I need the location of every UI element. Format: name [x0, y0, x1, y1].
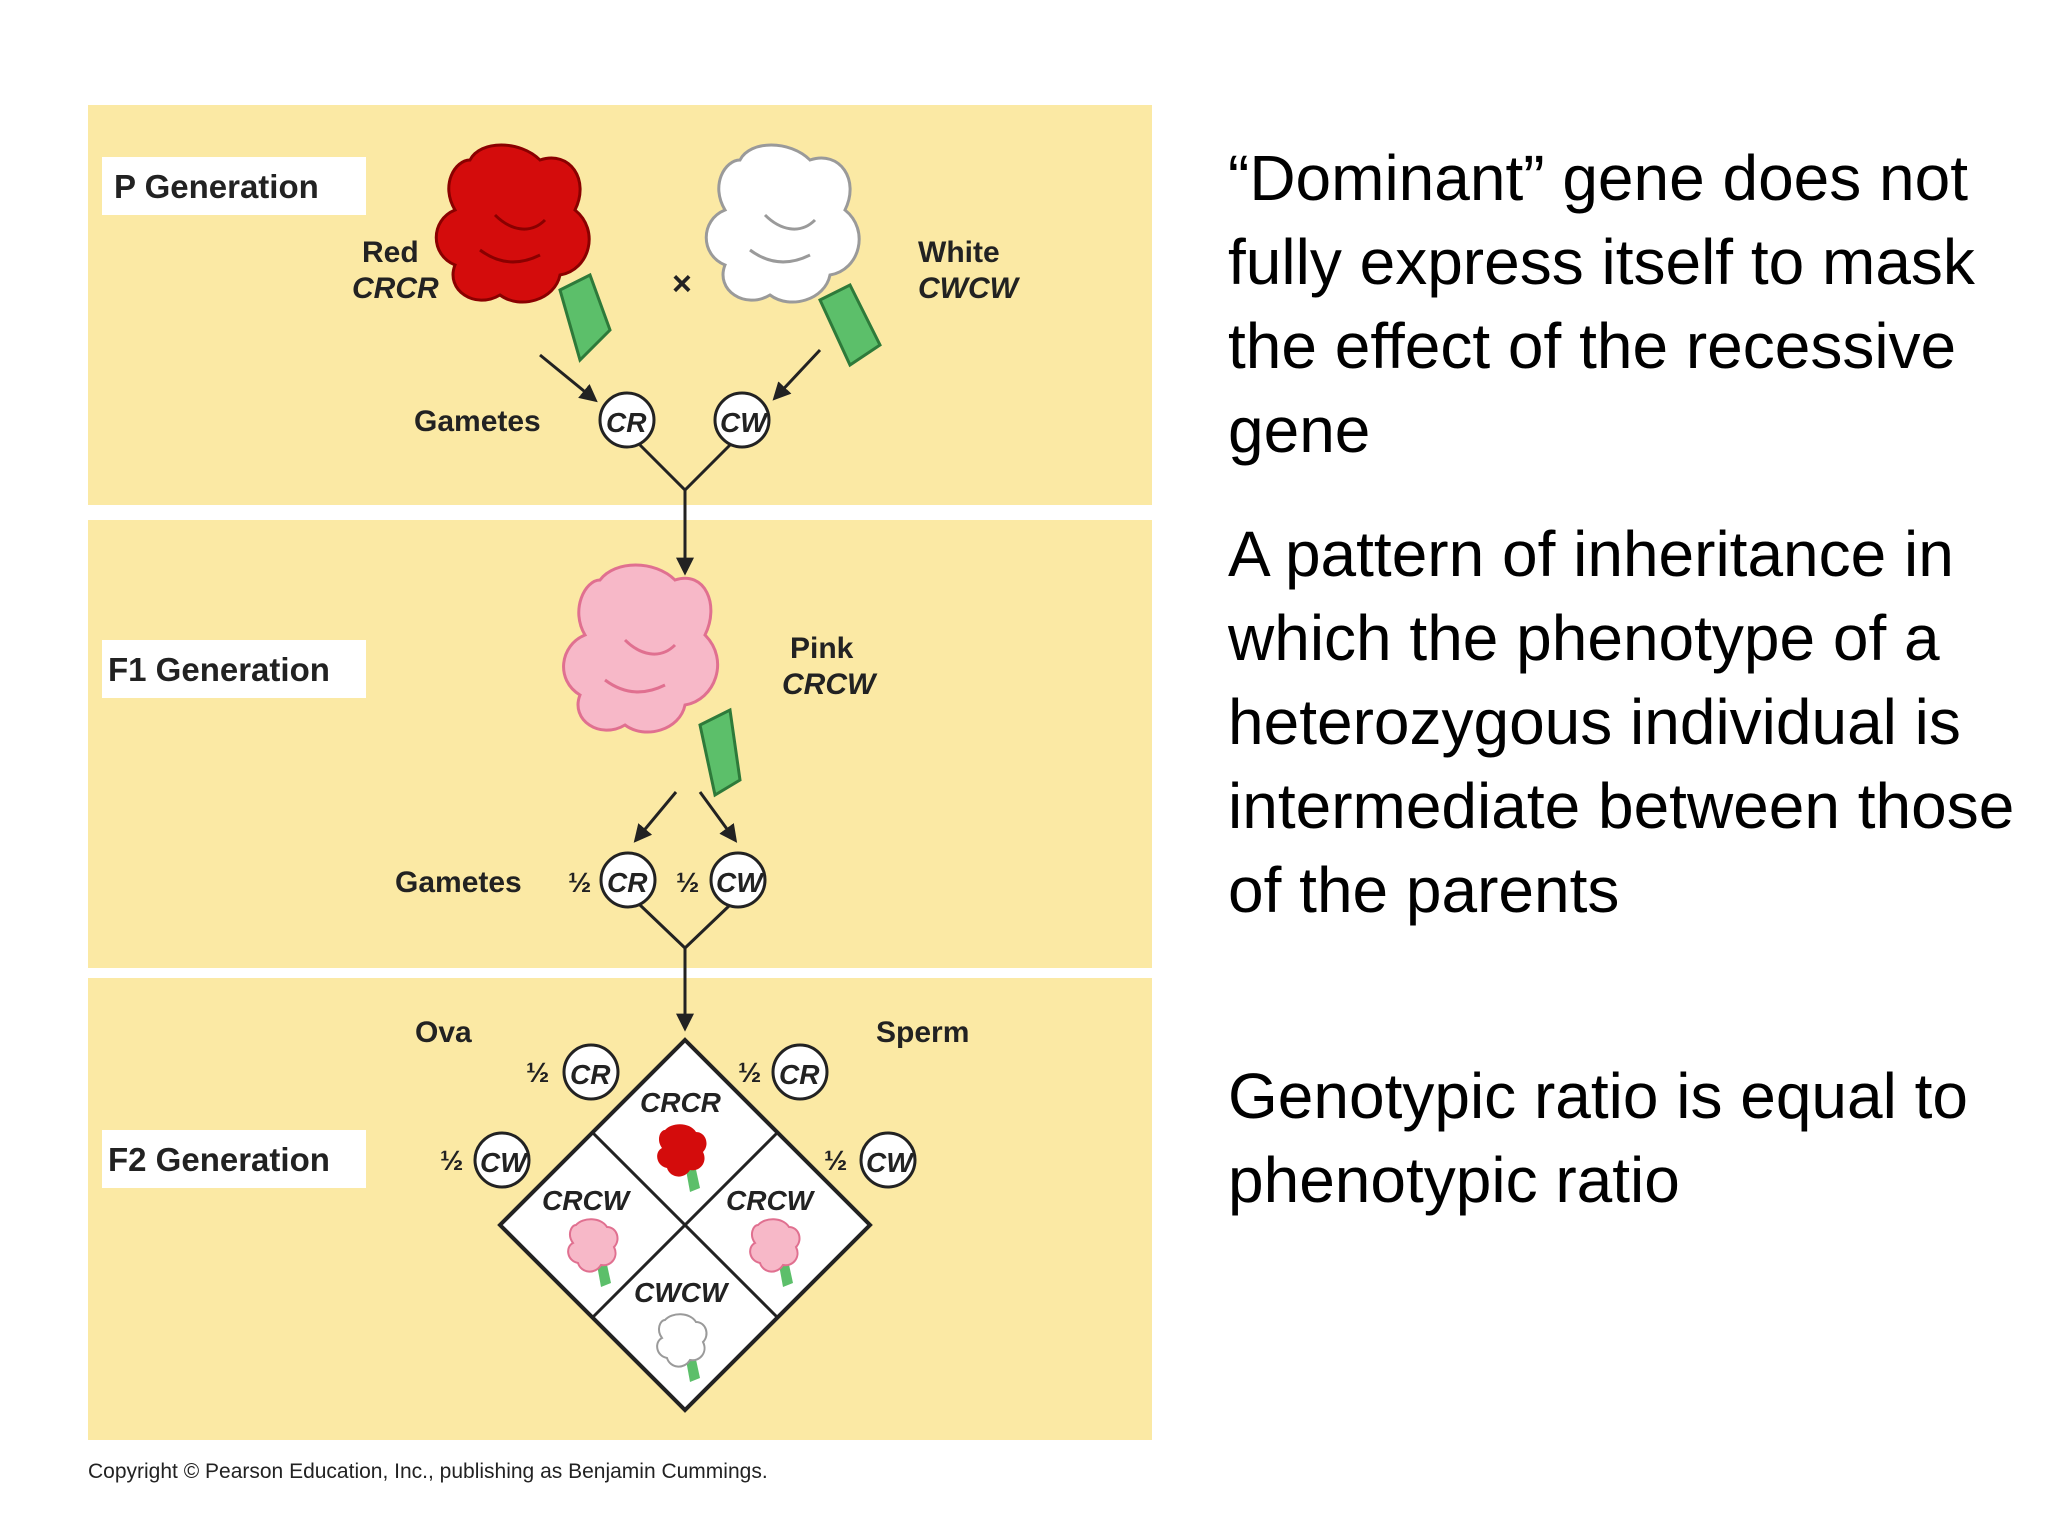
red-flower-icon [434, 143, 612, 363]
sperm-label: Sperm [876, 1016, 969, 1049]
small-pink-flower-icon [567, 1218, 619, 1287]
punnett-square [497, 1037, 873, 1413]
statement-ratio: Genotypic ratio is equal to phenotypic r… [1228, 1060, 1968, 1216]
statement-dominant-gene: “Dominant” gene does not fully express i… [1228, 142, 1975, 466]
pink-offspring-genotype: CRCW [782, 668, 878, 701]
cross-symbol: × [672, 265, 692, 303]
p-gamete-r: CR [606, 407, 647, 438]
ova-fraction-r: ½ [526, 1057, 549, 1088]
pink-flower-icon [562, 563, 742, 798]
p-generation-label: P Generation [114, 168, 319, 205]
pink-offspring-name: Pink [790, 632, 854, 665]
punnett-cell-left: CRCW [542, 1185, 632, 1216]
small-red-flower-icon [657, 1124, 707, 1192]
copyright-text: Copyright © Pearson Education, Inc., pub… [88, 1460, 768, 1483]
f1-generation-label: F1 Generation [108, 651, 330, 688]
red-parent-name: Red [362, 236, 419, 269]
f1-gametes-label: Gametes [395, 866, 522, 899]
p-gamete-w: CW [720, 407, 769, 438]
punnett-cell-bottom: CWCW [634, 1277, 730, 1308]
sperm-fraction-w: ½ [824, 1145, 847, 1176]
sperm-fraction-r: ½ [738, 1057, 761, 1088]
statement-inheritance-pattern: A pattern of inheritance in which the ph… [1228, 518, 2015, 926]
sperm-gamete-r: CR [779, 1059, 820, 1090]
f1-gamete-r: CR [607, 867, 648, 898]
ova-label: Ova [415, 1016, 472, 1049]
small-pink-flower-icon [749, 1218, 801, 1287]
punnett-cell-top: CRCR [640, 1087, 722, 1118]
incomplete-dominance-diagram: P Generation F1 Generation F2 Generation… [88, 105, 1152, 1483]
ova-gamete-w: CW [480, 1147, 529, 1178]
small-white-flower-icon [656, 1313, 708, 1382]
white-flower-icon [704, 143, 882, 368]
f1-fraction-w: ½ [676, 867, 699, 898]
ova-fraction-w: ½ [440, 1145, 463, 1176]
f2-generation-label: F2 Generation [108, 1141, 330, 1178]
f1-fraction-r: ½ [568, 867, 591, 898]
red-parent-genotype: CRCR [352, 272, 439, 305]
punnett-cell-right: CRCW [726, 1185, 816, 1216]
ova-gamete-r: CR [570, 1059, 611, 1090]
white-parent-genotype: CWCW [918, 272, 1021, 305]
white-parent-name: White [918, 236, 1000, 269]
p-gametes-label: Gametes [414, 405, 541, 438]
sperm-gamete-w: CW [866, 1147, 915, 1178]
f1-gamete-w: CW [716, 867, 765, 898]
